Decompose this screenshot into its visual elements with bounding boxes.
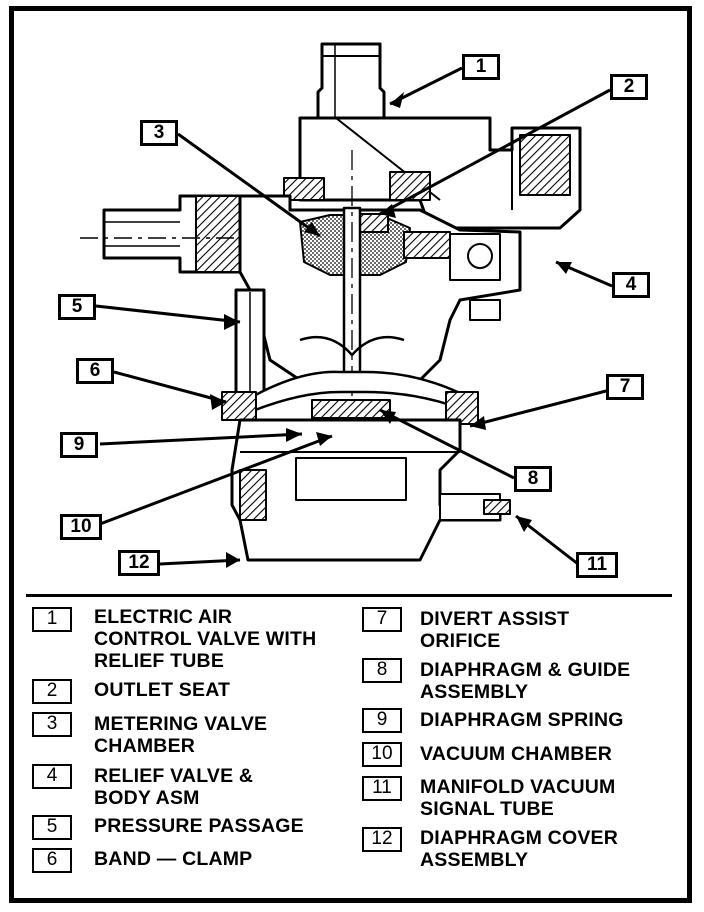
legend-num-7: 7 <box>362 607 402 632</box>
legend-num-9: 9 <box>362 708 402 733</box>
legend-text-4: RELIEF VALVE & BODY ASM <box>94 765 254 809</box>
legend-num-2: 2 <box>32 679 72 704</box>
legend-text-2: OUTLET SEAT <box>94 679 231 701</box>
legend-text-3: METERING VALVE CHAMBER <box>94 713 268 757</box>
legend-num-10: 10 <box>362 742 402 767</box>
legend-num-4: 4 <box>32 764 72 789</box>
callout-10: 10 <box>60 514 102 540</box>
callout-11: 11 <box>576 552 618 578</box>
legend-num-5: 5 <box>32 815 72 840</box>
legend-num-8: 8 <box>362 658 402 683</box>
legend-num-12: 12 <box>362 827 402 852</box>
legend-num-1: 1 <box>32 607 72 632</box>
callout-1: 1 <box>462 54 500 80</box>
callout-2: 2 <box>610 74 648 100</box>
legend-text-1: ELECTRIC AIR CONTROL VALVE WITH RELIEF T… <box>94 606 317 672</box>
legend-text-7: DIVERT ASSIST ORIFICE <box>420 608 570 652</box>
callout-7: 7 <box>606 374 644 400</box>
callout-3: 3 <box>140 120 178 146</box>
legend-text-5: PRESSURE PASSAGE <box>94 815 304 837</box>
valve-body <box>80 42 582 562</box>
callout-9: 9 <box>60 432 98 458</box>
legend-text-11: MANIFOLD VACUUM SIGNAL TUBE <box>420 776 616 820</box>
callout-8: 8 <box>514 466 552 492</box>
legend-num-6: 6 <box>32 848 72 873</box>
legend-text-9: DIAPHRAGM SPRING <box>420 709 624 731</box>
callout-6: 6 <box>76 358 114 384</box>
callout-5: 5 <box>58 294 96 320</box>
legend-text-12: DIAPHRAGM COVER ASSEMBLY <box>420 827 619 871</box>
legend-text-10: VACUUM CHAMBER <box>420 743 613 765</box>
legend-divider <box>26 594 672 597</box>
legend-num-3: 3 <box>32 712 72 737</box>
legend-text-8: DIAPHRAGM & GUIDE ASSEMBLY <box>420 659 631 703</box>
callout-4: 4 <box>612 272 650 298</box>
band-clamp-left <box>221 391 257 421</box>
arrowheads <box>210 92 572 568</box>
callout-12: 12 <box>118 550 160 576</box>
legend-text-6: BAND — CLAMP <box>94 848 253 870</box>
legend-num-11: 11 <box>362 776 402 801</box>
